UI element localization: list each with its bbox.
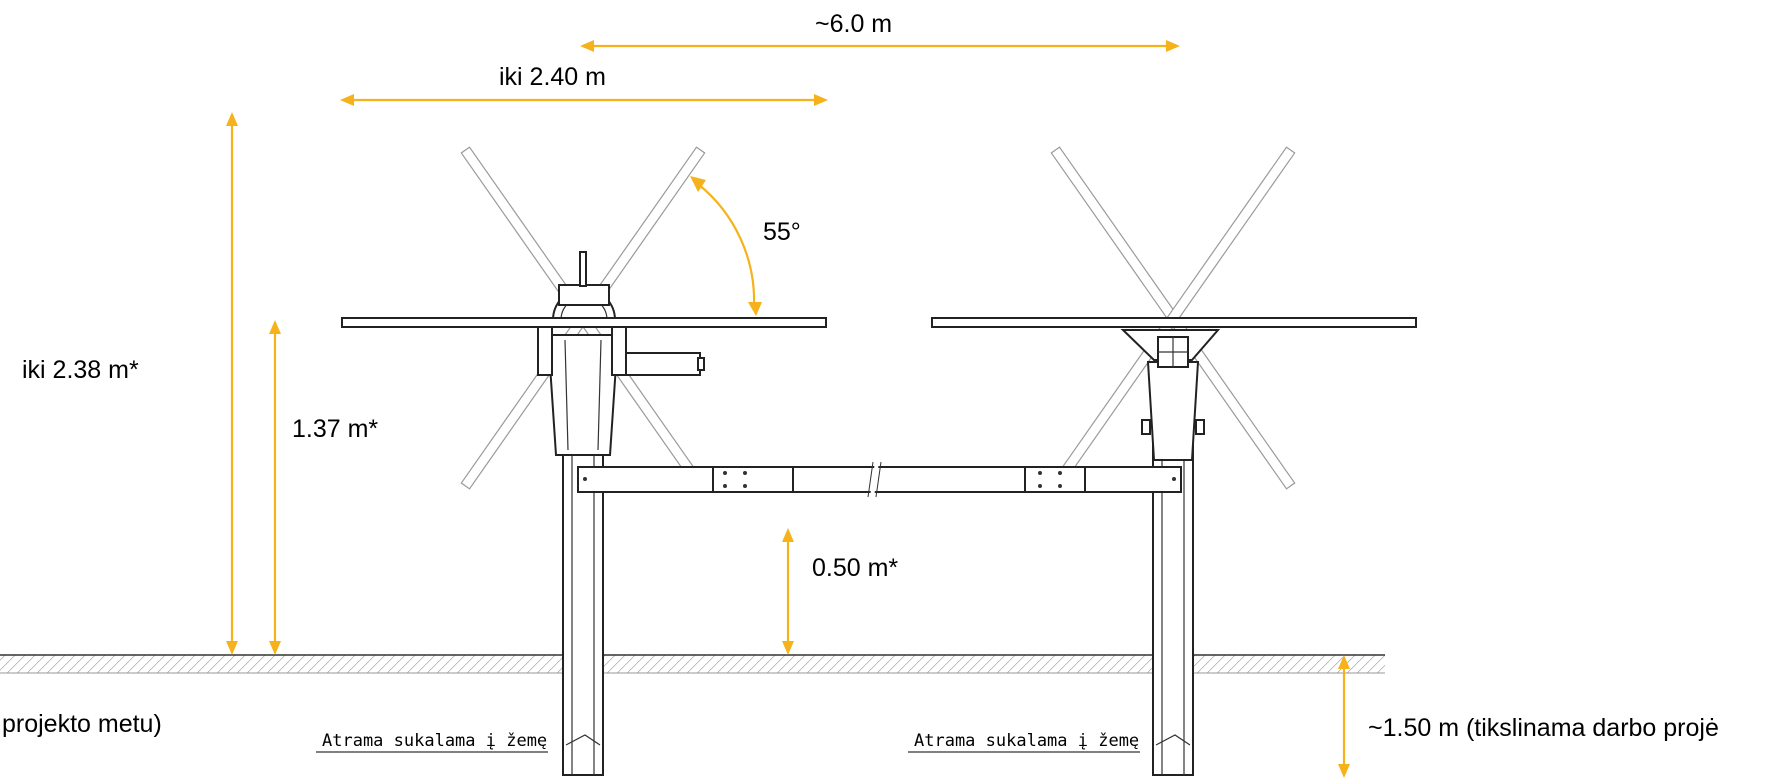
dim-axis-height: [269, 320, 281, 655]
pile-depth-label: ~1.50 m (tikslinama darbo projė: [1368, 714, 1719, 742]
panel-width-label: iki 2.40 m: [499, 63, 606, 91]
axis-height-label: 1.37 m*: [292, 415, 378, 443]
tracker-right: [931, 317, 1417, 776]
soil-label-left: Atrama sukalama į žemę: [322, 731, 547, 751]
row-spacing-label: ~6.0 m: [815, 10, 892, 38]
tilt-angle-label: 55°: [763, 218, 801, 246]
left-edge-note: projekto metu): [2, 710, 162, 738]
soil-label-right: Atrama sukalama į žemę: [914, 731, 1139, 751]
dim-panel-width: [340, 94, 828, 106]
tracker-left: [341, 251, 827, 776]
dim-row-spacing: [580, 40, 1180, 52]
max-height-label: iki 2.38 m*: [22, 356, 139, 384]
soil-label-right-group: Atrama sukalama į žemę: [908, 731, 1140, 753]
torque-tube: [577, 461, 1182, 498]
dim-tilt-angle: [690, 176, 762, 316]
ground-clearance-label: 0.50 m*: [812, 554, 898, 582]
dim-ground-clearance: [782, 528, 794, 655]
dim-max-height: [226, 112, 238, 655]
soil-label-left-group: Atrama sukalama į žemę: [316, 731, 548, 753]
dim-pile-depth: [1338, 655, 1350, 778]
